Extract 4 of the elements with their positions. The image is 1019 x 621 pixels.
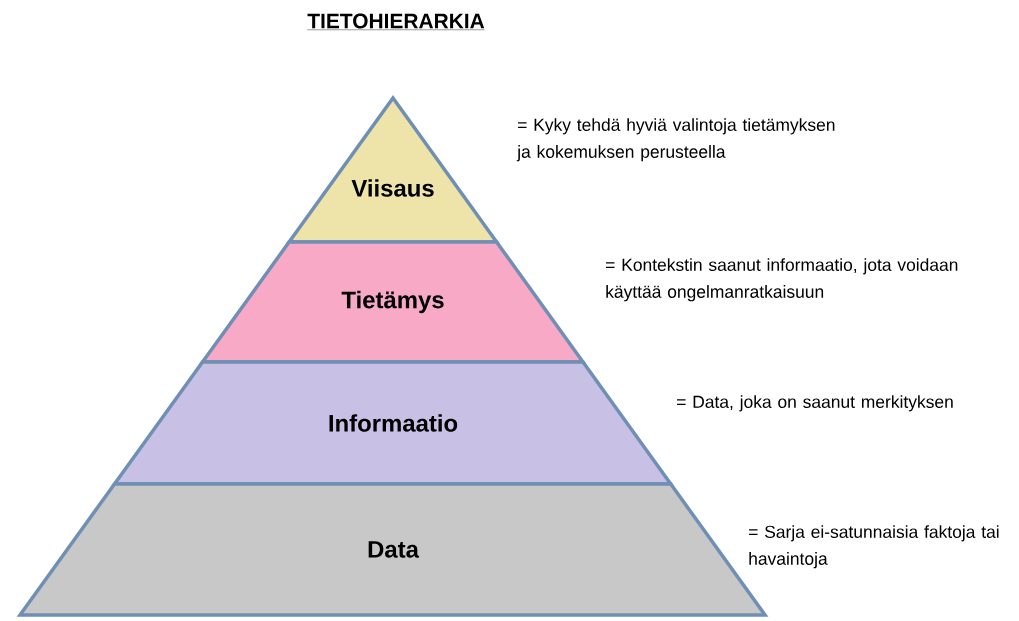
description-text: = Data, joka on saanut merkityksen xyxy=(677,395,953,412)
description-text: = Kontekstin saanut informaatio, jota voidaan käyttää ongelmanratkaisuun xyxy=(606,258,958,302)
description-text: = Kyky tehdä hyviä valintoja tietämyksen ja kokemuksen perusteella xyxy=(516,118,835,162)
title: TIETOHIERARKIA xyxy=(307,13,485,30)
